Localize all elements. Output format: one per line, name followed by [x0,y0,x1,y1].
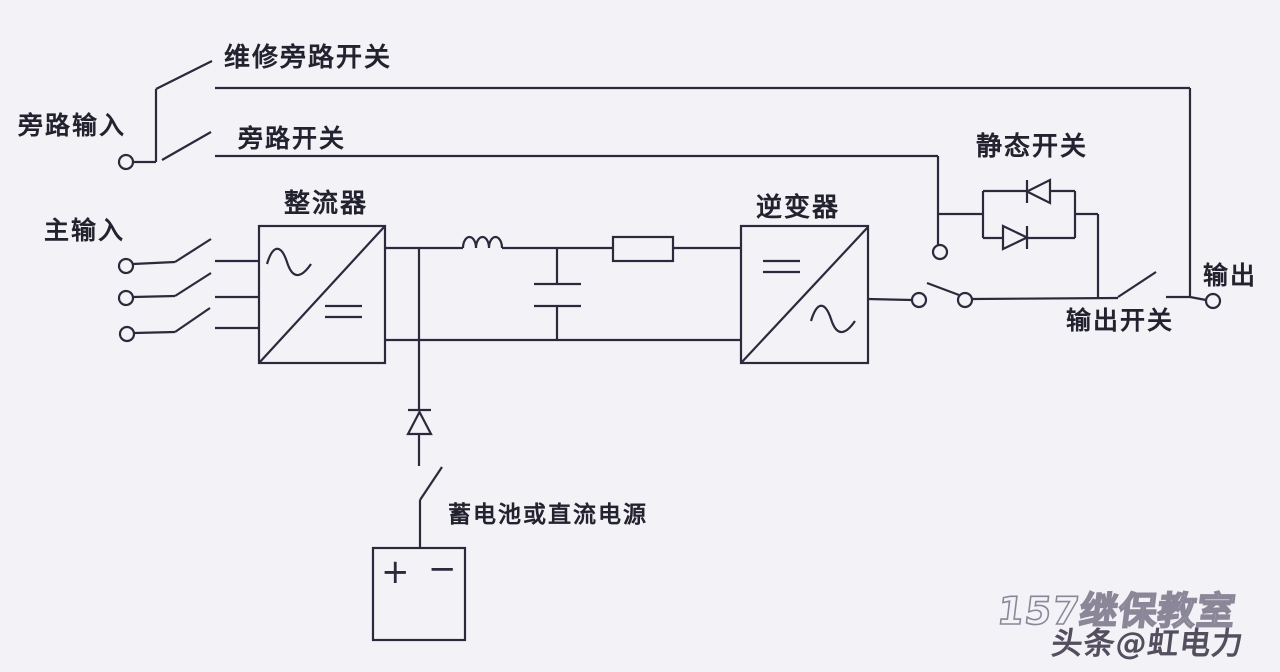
watermark-line2: 头条@虹电力 [1049,626,1246,662]
battery-diode-icon [406,408,433,436]
inductor-icon [461,235,504,249]
label-bypass-switch: 旁路开关 [238,124,347,153]
inverter-box [739,224,870,365]
bypass-switch-symbol [161,131,940,245]
battery-plus-sign: + [381,552,410,592]
label-bypass-input: 旁路输入 [18,111,127,140]
static-branch-contact [931,243,949,261]
dc-link [385,235,741,342]
transfer-switch-blade [926,281,960,297]
static-switch-symbol [938,178,1100,298]
bypass-input-terminal [117,89,158,171]
label-output: 输出 [1203,261,1258,290]
label-output-switch: 输出开关 [1066,306,1175,335]
scr-diode-left-icon [1024,178,1052,205]
resistor-icon [611,235,675,263]
maintenance-bypass-switch-symbol [155,60,1192,297]
battery-branch [371,248,467,642]
capacitor-icon [534,248,581,340]
output-switch-symbol [1117,271,1222,310]
label-main-input: 主输入 [44,216,126,245]
output-terminal [1204,292,1222,310]
main-input-breaker [117,238,259,343]
scr-diode-right-icon [1001,224,1030,251]
battery-box [371,546,467,642]
rectifier-box [257,224,387,365]
label-static-switch: 静态开关 [976,132,1089,162]
inverter-output-transfer-switch [867,243,1119,309]
battery-switch-blade [419,466,443,501]
ac-sine-icon [265,247,312,277]
label-inverter: 逆变器 [756,193,841,223]
label-rectifier: 整流器 [284,189,369,219]
ac-sine-icon [809,304,856,334]
label-maintenance-bypass-switch: 维修旁路开关 [224,43,393,73]
battery-minus-sign: − [428,549,457,589]
label-battery: 蓄电池或直流电源 [448,502,648,528]
